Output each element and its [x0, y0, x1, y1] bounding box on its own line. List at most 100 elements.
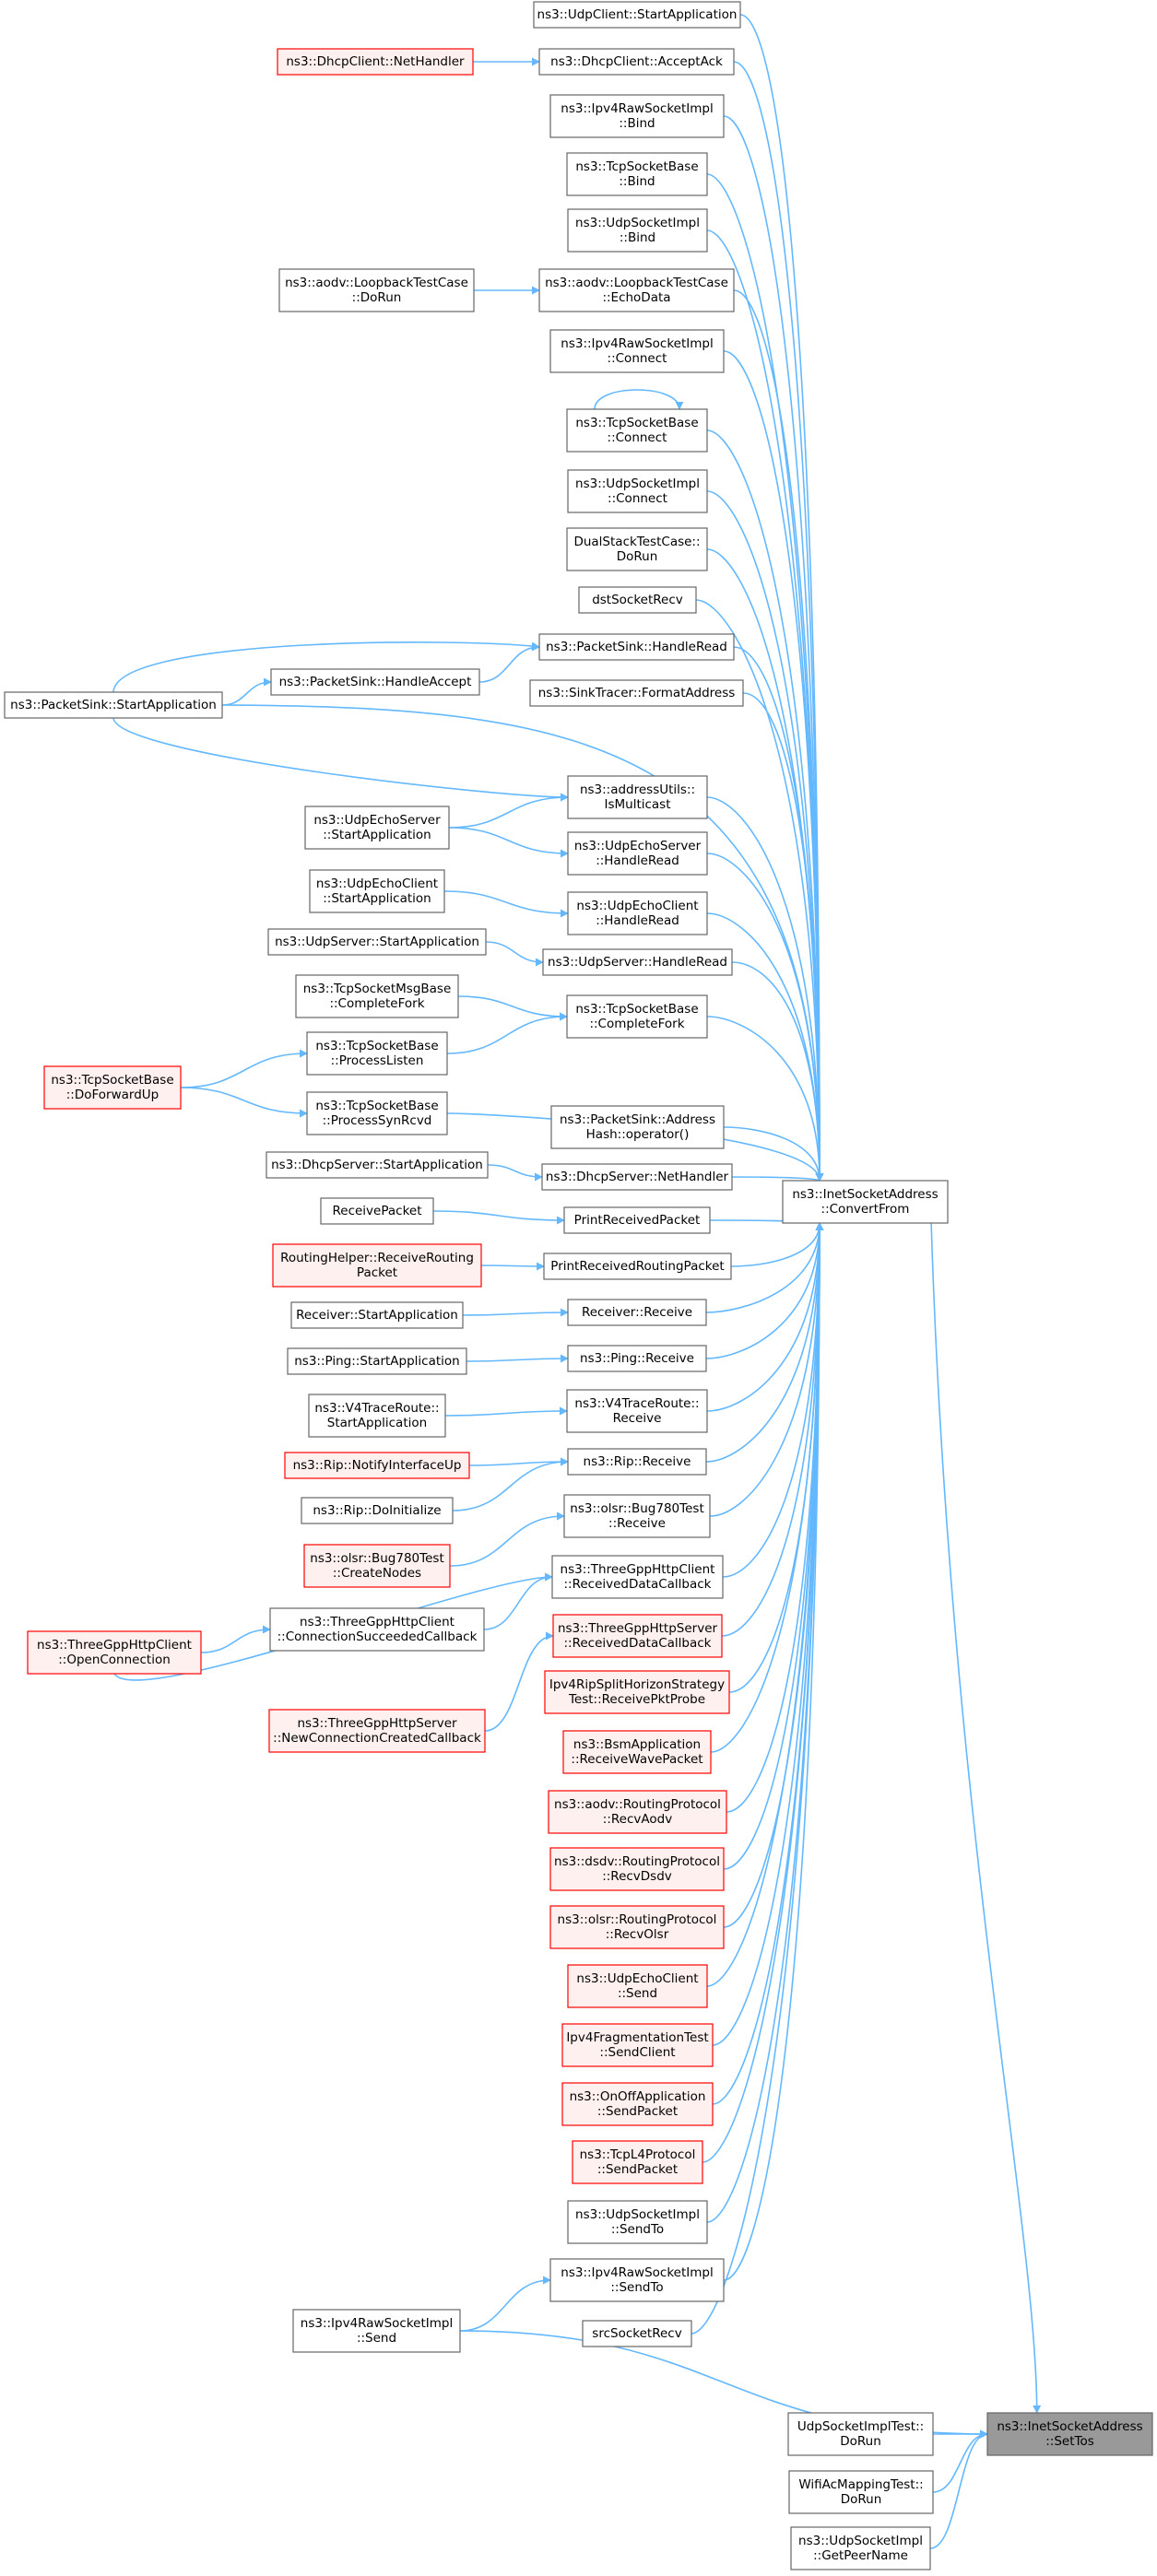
node-box[interactable]	[566, 527, 708, 571]
node-box[interactable]	[787, 2412, 934, 2456]
node-box[interactable]	[295, 974, 459, 1018]
node-box[interactable]	[567, 775, 708, 819]
node-srcsocketrecv[interactable]: srcSocketRecv	[582, 2320, 692, 2347]
node-wifiacmappingtest-dorun[interactable]: WifiAcMappingTest::DoRun	[788, 2470, 934, 2514]
node-box[interactable]	[561, 2023, 714, 2067]
node-box[interactable]	[267, 928, 487, 956]
node-box[interactable]	[788, 2470, 934, 2514]
node-box[interactable]	[566, 152, 708, 196]
node-box[interactable]	[563, 1206, 711, 1234]
node-tcpsocketbase-doforwardup[interactable]: ns3::TcpSocketBase::DoForwardUp	[43, 1065, 182, 1110]
node-udpechoserver-handleread[interactable]: ns3::UdpEchoServer::HandleRead	[567, 831, 708, 876]
node-box[interactable]	[572, 2140, 703, 2184]
node-udpechoclient-send[interactable]: ns3::UdpEchoClient::Send	[567, 1964, 708, 2008]
node-threegpphttpclient-receiveddata[interactable]: ns3::ThreeGppHttpClient::ReceivedDataCal…	[551, 1555, 724, 1599]
node-receiver-receive[interactable]: Receiver::Receive	[567, 1299, 707, 1326]
node-aodv-loopback-dorun[interactable]: ns3::aodv::LoopbackTestCase::DoRun	[278, 268, 475, 312]
node-box[interactable]	[548, 1790, 727, 1834]
node-dualstack-dorun[interactable]: DualStackTestCase::DoRun	[566, 527, 708, 571]
node-box[interactable]	[549, 1847, 725, 1891]
node-box[interactable]	[566, 1389, 708, 1433]
node-box[interactable]	[551, 1555, 724, 1599]
node-receivepacket[interactable]: ReceivePacket	[320, 1197, 434, 1225]
node-box[interactable]	[542, 948, 733, 976]
node-box[interactable]	[301, 1497, 454, 1524]
node-box[interactable]	[541, 1163, 733, 1191]
node-box[interactable]	[533, 1, 741, 29]
node-box[interactable]	[567, 1299, 707, 1326]
node-ipv4fragmentation-sendclient[interactable]: Ipv4FragmentationTest::SendClient	[561, 2023, 714, 2067]
node-tcpsocketmsgbase-completefork[interactable]: ns3::TcpSocketMsgBase::CompleteFork	[295, 974, 459, 1018]
node-tcpl4protocol-sendpacket[interactable]: ns3::TcpL4Protocol::SendPacket	[572, 2140, 703, 2184]
node-box[interactable]	[290, 1301, 464, 1329]
node-olsr-bug780-receive[interactable]: ns3::olsr::Bug780Test::Receive	[563, 1494, 711, 1538]
node-udpclient-startapp[interactable]: ns3::UdpClient::StartApplication	[533, 1, 741, 29]
node-box[interactable]	[567, 1345, 707, 1372]
node-box[interactable]	[304, 806, 450, 850]
node-v4traceroute-receive[interactable]: ns3::V4TraceRoute::Receive	[566, 1389, 708, 1433]
node-olsr-bug780-createnodes[interactable]: ns3::olsr::Bug780Test::CreateNodes	[303, 1544, 451, 1588]
node-box[interactable]	[567, 1448, 707, 1476]
node-tcpsocketbase-bind[interactable]: ns3::TcpSocketBase::Bind	[566, 152, 708, 196]
node-dstsocketrecv[interactable]: dstSocketRecv	[578, 586, 697, 614]
node-ipv4raw-send[interactable]: ns3::Ipv4RawSocketImpl::Send	[292, 2309, 461, 2353]
node-udpechoserver-startapp[interactable]: ns3::UdpEchoServer::StartApplication	[304, 806, 450, 850]
node-rip-receive[interactable]: ns3::Rip::Receive	[567, 1448, 707, 1476]
node-box[interactable]	[277, 48, 474, 76]
node-sinktracer-formataddress[interactable]: ns3::SinkTracer::FormatAddress	[529, 679, 744, 707]
node-box[interactable]	[306, 1091, 448, 1135]
node-box[interactable]	[529, 679, 744, 707]
node-box[interactable]	[986, 2412, 1153, 2456]
node-ipv4ripsplithorizon[interactable]: Ipv4RipSplitHorizonStrategyTest::Receive…	[544, 1670, 730, 1714]
node-box[interactable]	[790, 2526, 931, 2570]
node-box[interactable]	[320, 1197, 434, 1225]
node-receiver-startapp[interactable]: Receiver::StartApplication	[290, 1301, 464, 1329]
node-box[interactable]	[549, 329, 725, 373]
node-inetsocketaddress-convertfrom[interactable]: ns3::InetSocketAddress::ConvertFrom	[782, 1180, 949, 1224]
node-box[interactable]	[270, 668, 480, 696]
node-box[interactable]	[538, 633, 735, 661]
node-onoffapplication-sendpacket[interactable]: ns3::OnOffApplication::SendPacket	[561, 2082, 714, 2126]
node-box[interactable]	[782, 1180, 949, 1224]
node-bsmapplication-receivewave[interactable]: ns3::BsmApplication::ReceiveWavePacket	[562, 1730, 712, 1774]
node-udpsocketimpl-getpeername[interactable]: ns3::UdpSocketImpl::GetPeerName	[790, 2526, 931, 2570]
node-olsr-routingprotocol-recvolsr[interactable]: ns3::olsr::RoutingProtocol::RecvOlsr	[549, 1905, 725, 1949]
node-packetsink-handleaccept[interactable]: ns3::PacketSink::HandleAccept	[270, 668, 480, 696]
node-box[interactable]	[268, 1709, 486, 1753]
node-box[interactable]	[563, 1494, 711, 1538]
node-rip-notifyinterfaceup[interactable]: ns3::Rip::NotifyInterfaceUp	[284, 1452, 470, 1479]
node-box[interactable]	[303, 1544, 451, 1588]
node-box[interactable]	[567, 208, 708, 253]
node-tcpsocketbase-processsynrcvd[interactable]: ns3::TcpSocketBase::ProcessSynRcvd	[306, 1091, 448, 1135]
node-udpsocketimpltest-dorun[interactable]: UdpSocketImplTest::DoRun	[787, 2412, 934, 2456]
node-box[interactable]	[566, 994, 708, 1039]
node-box[interactable]	[549, 2258, 725, 2302]
node-udpserver-handleread[interactable]: ns3::UdpServer::HandleRead	[542, 948, 733, 976]
node-box[interactable]	[538, 48, 735, 76]
node-ping-startapp[interactable]: ns3::Ping::StartApplication	[287, 1347, 467, 1375]
node-box[interactable]	[278, 268, 475, 312]
node-packetsink-startapp[interactable]: ns3::PacketSink::StartApplication	[4, 691, 223, 719]
node-box[interactable]	[266, 1151, 489, 1179]
node-ipv4raw-connect[interactable]: ns3::Ipv4RawSocketImpl::Connect	[549, 329, 725, 373]
node-packetsink-handleread[interactable]: ns3::PacketSink::HandleRead	[538, 633, 735, 661]
node-box[interactable]	[567, 1964, 708, 2008]
node-printreceivedroutingpacket[interactable]: PrintReceivedRoutingPacket	[543, 1253, 732, 1280]
node-tcpsocketbase-completefork[interactable]: ns3::TcpSocketBase::CompleteFork	[566, 994, 708, 1039]
node-tcpsocketbase-processlisten[interactable]: ns3::TcpSocketBase::ProcessListen	[306, 1031, 448, 1076]
node-udpserver-startapp[interactable]: ns3::UdpServer::StartApplication	[267, 928, 487, 956]
node-box[interactable]	[538, 268, 735, 312]
node-box[interactable]	[287, 1347, 467, 1375]
node-box[interactable]	[549, 94, 725, 138]
node-udpsocketimpl-connect[interactable]: ns3::UdpSocketImpl::Connect	[567, 469, 708, 513]
node-box[interactable]	[567, 891, 708, 935]
node-box[interactable]	[561, 2082, 714, 2126]
node-dhcpclient-nethandler[interactable]: ns3::DhcpClient::NetHandler	[277, 48, 474, 76]
node-box[interactable]	[543, 1253, 732, 1280]
node-ipv4raw-bind[interactable]: ns3::Ipv4RawSocketImpl::Bind	[549, 94, 725, 138]
node-box[interactable]	[284, 1452, 470, 1479]
node-udpechoclient-startapp[interactable]: ns3::UdpEchoClient::StartApplication	[309, 869, 445, 913]
node-box[interactable]	[292, 2309, 461, 2353]
